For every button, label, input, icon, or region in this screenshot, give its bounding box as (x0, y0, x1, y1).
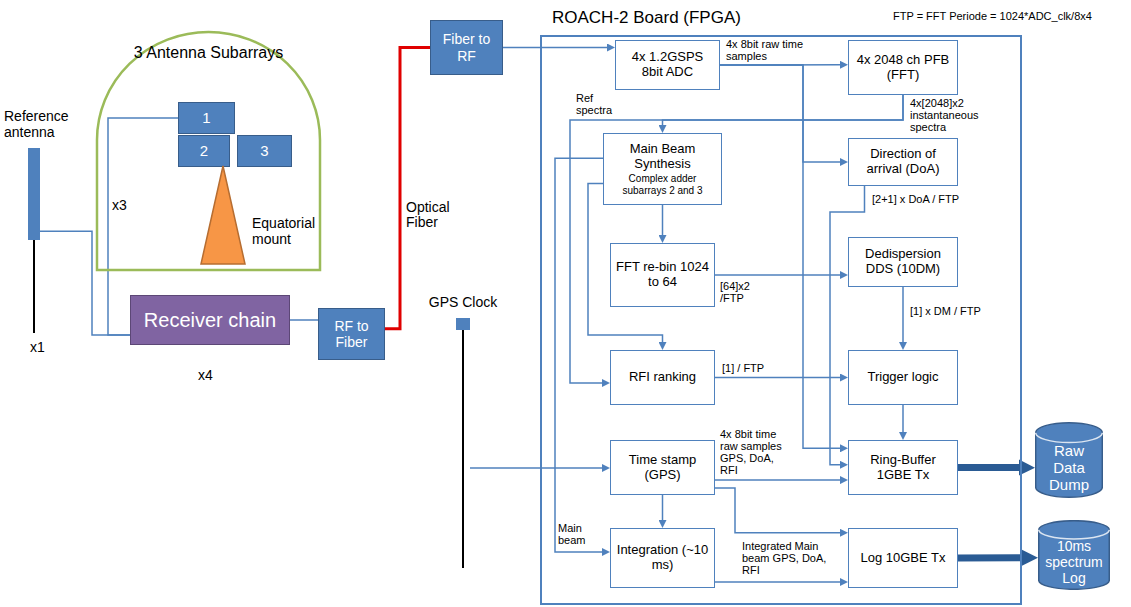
box-label: Main Beam Synthesis (608, 142, 717, 172)
connector (715, 488, 840, 533)
module-box: Fiber to RF (430, 20, 503, 75)
connector (470, 467, 602, 469)
connector (830, 186, 865, 465)
cylinder-body (1036, 423, 1103, 497)
antenna: Reference antenna (28, 148, 40, 333)
connector (715, 377, 840, 379)
process-box: RFI ranking (610, 350, 715, 405)
connector (555, 158, 603, 552)
box-label: 3 (260, 142, 268, 159)
signal-label: [2+1] x DoA / FTP (872, 193, 992, 205)
cylinder-lip (1036, 433, 1103, 443)
signal-label: 4x 8bit time raw samples GPS, DoA, RFI (720, 428, 792, 476)
process-box: 4x 1.2GSPS 8bit ADC (615, 40, 720, 90)
box-label: Trigger logic (867, 370, 938, 385)
connector (290, 319, 318, 321)
connector (503, 47, 607, 49)
module-box: RF to Fiber (318, 308, 385, 360)
antenna-pole (33, 240, 35, 333)
signal-label: [1] x DM / FTP (910, 305, 1010, 317)
box-label: RF to Fiber (322, 318, 381, 350)
storage-label: Raw Data Dump (1038, 442, 1100, 494)
storage-label: 10ms spectrum Log (1041, 538, 1107, 586)
connector (902, 405, 904, 432)
connector (662, 495, 664, 520)
connector (385, 48, 430, 329)
process-box: Time stamp (GPS) (610, 440, 715, 495)
radome-enclosure: 3 Antenna Subarrays 1 2 3Equatorial mount (95, 30, 322, 272)
connector (720, 65, 840, 448)
signal-label: 4x[2048]x2 instantaneous spectra (910, 97, 1010, 133)
signal-label: Ref spectra (576, 92, 626, 116)
signal-label: [1] / FTP (722, 362, 792, 374)
signal-label: Optical Fiber (406, 200, 468, 231)
connector (715, 479, 840, 481)
mount-label: Equatorial mount (252, 215, 320, 247)
enclosure-title: 3 Antenna Subarrays (95, 44, 322, 62)
box-label: Log 10GBE Tx (860, 551, 945, 566)
antenna-label: Reference antenna (4, 108, 76, 140)
connector (902, 287, 904, 342)
connector (40, 231, 130, 335)
signal-label: x4 (198, 368, 228, 383)
process-box: 4x 2048 ch PFB (FFT) (848, 40, 958, 95)
connector (715, 274, 840, 276)
signal-label: [64]x2 /FTP (720, 280, 762, 304)
module-box: 2 (178, 135, 230, 167)
process-box: Ring-Buffer 1GBE Tx (848, 440, 958, 495)
process-box: Trigger logic (848, 350, 958, 405)
box-label: Integration (~10 ms) (615, 543, 710, 573)
box-label: Time stamp (GPS) (615, 453, 710, 483)
process-box: FFT re-bin 1024 to 64 (610, 243, 715, 307)
gps-label: GPS Clock (415, 294, 511, 310)
process-box: Dedispersion DDS (10DM) (848, 237, 958, 287)
process-box: Direction of arrival (DoA) (848, 138, 958, 186)
storage-cylinder: 10ms spectrum Log (1038, 520, 1110, 590)
connector (720, 65, 840, 162)
dome-outline-path (97, 32, 320, 270)
process-box: Log 10GBE Tx (848, 528, 958, 588)
antenna-element (28, 148, 40, 240)
cylinder-lip (1039, 530, 1110, 539)
box-label: Dedispersion DDS (10DM) (853, 247, 953, 277)
signal-label: x3 (112, 198, 142, 213)
module-box: 3 (237, 135, 292, 167)
box-label: FFT re-bin 1024 to 64 (615, 260, 710, 290)
mount-triangle (200, 165, 246, 265)
box-label: 2 (200, 142, 208, 159)
box-label: 4x 2048 ch PFB (FFT) (853, 53, 953, 83)
box-label: Direction of arrival (DoA) (853, 147, 953, 177)
connector (715, 581, 840, 583)
gps-pole (462, 330, 464, 568)
mount-triangle-shape (201, 166, 245, 264)
box-label: RFI ranking (629, 370, 696, 385)
box-label: 1 (202, 109, 210, 126)
signal-label: Main beam (558, 522, 603, 546)
box-label: 4x 1.2GSPS 8bit ADC (620, 50, 715, 80)
box-label: Fiber to RF (434, 31, 499, 63)
signal-label: 4x 8bit raw time samples (726, 38, 806, 62)
box-sublabel: Complex adder subarrays 2 and 3 (608, 173, 717, 196)
gps-antenna-head (456, 318, 470, 330)
signal-label: Integrated Main beam GPS, DoA, RFI (742, 540, 842, 576)
signal-label: x1 (30, 340, 60, 355)
box-label: Receiver chain (144, 309, 276, 332)
board-title: ROACH-2 Board (FPGA) (552, 8, 741, 28)
box-label: Ring-Buffer 1GBE Tx (853, 453, 953, 483)
equatorial-mount: Equatorial mount (200, 165, 320, 265)
cylinder-body (1039, 521, 1110, 590)
process-box: Integration (~10 ms) (610, 528, 715, 588)
receiver-box: Receiver chain (130, 295, 290, 345)
connector (958, 554, 1022, 561)
connector (662, 205, 664, 235)
storage-cylinder: Raw Data Dump (1035, 422, 1103, 498)
signal-label: FTP = FFT Periode = 1024*ADC_clk/8x4 (893, 10, 1128, 22)
connector (958, 464, 1019, 471)
module-box: 1 (178, 102, 235, 134)
gps-antenna: GPS Clock (456, 318, 470, 568)
process-box: Main Beam SynthesisComplex adder subarra… (603, 133, 722, 205)
